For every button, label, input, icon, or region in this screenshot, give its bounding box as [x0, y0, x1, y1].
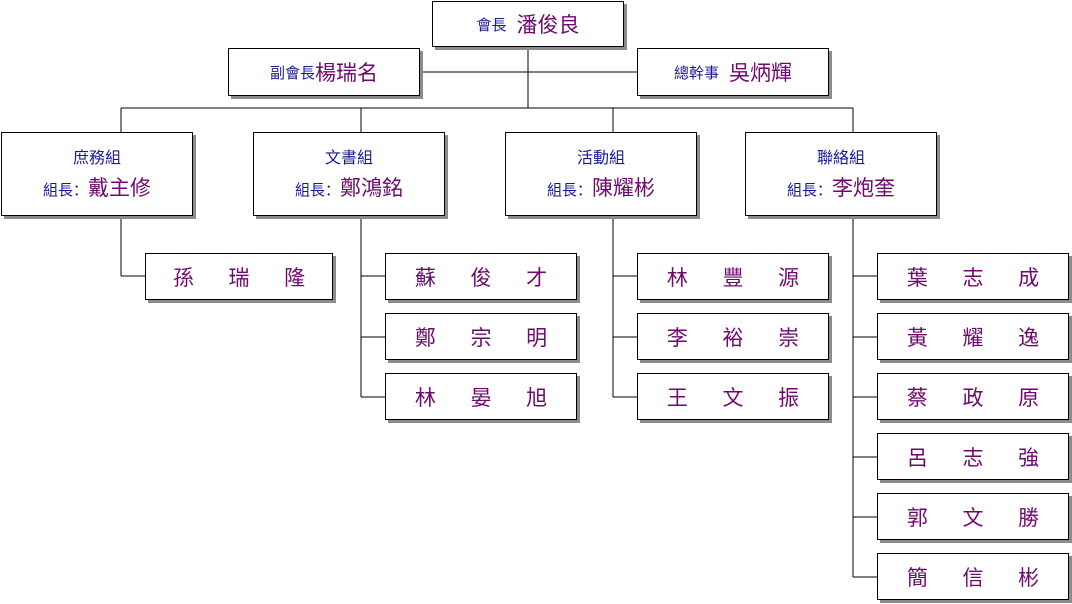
- member-box: 葉 志 成: [877, 253, 1069, 300]
- member-box: 李 裕 崇: [637, 313, 829, 360]
- group-leader-role: 組長：: [294, 180, 340, 199]
- member-box: 蘇 俊 才: [385, 253, 577, 300]
- member-box: 黃 耀 逸: [877, 313, 1069, 360]
- group-name: 文書組: [324, 147, 373, 167]
- group-leader: 組長：戴主修: [42, 175, 151, 200]
- member-box: 郭 文 勝: [877, 493, 1069, 540]
- group-box-general-affairs: 庶務組 組長：戴主修: [1, 132, 193, 216]
- member-box: 鄭 宗 明: [385, 313, 577, 360]
- president-box: 會長 潘俊良: [432, 1, 624, 47]
- president-role: 會長: [476, 15, 507, 34]
- member-box: 簡 信 彬: [877, 553, 1069, 600]
- vice-president-role: 副會長: [269, 63, 315, 82]
- group-leader: 組長：李炮奎: [786, 175, 895, 200]
- group-name: 庶務組: [72, 147, 121, 167]
- group-box-liaison: 聯絡組 組長：李炮奎: [745, 132, 937, 216]
- secretary-general-name: 吳炳輝: [729, 61, 792, 85]
- group-leader-name: 陳耀彬: [592, 175, 655, 200]
- group-leader-role: 組長：: [546, 180, 592, 199]
- secretary-general-box: 總幹事 吳炳輝: [637, 48, 829, 96]
- president-name: 潘俊良: [516, 13, 580, 37]
- group-leader-role: 組長：: [42, 180, 88, 199]
- member-box: 林 豐 源: [637, 253, 829, 300]
- group-name: 活動組: [576, 147, 625, 167]
- vice-president-box: 副會長 楊瑞名: [228, 48, 420, 96]
- member-box: 呂 志 強: [877, 433, 1069, 480]
- group-leader: 組長：鄭鴻銘: [294, 175, 403, 200]
- group-leader-name: 李炮奎: [832, 175, 895, 200]
- secretary-general-role: 總幹事: [673, 63, 719, 82]
- member-box: 林 晏 旭: [385, 373, 577, 420]
- group-leader-role: 組長：: [786, 180, 832, 199]
- member-box: 蔡 政 原: [877, 373, 1069, 420]
- member-box: 王 文 振: [637, 373, 829, 420]
- group-leader-name: 戴主修: [88, 175, 151, 200]
- group-box-documents: 文書組 組長：鄭鴻銘: [253, 132, 445, 216]
- group-name: 聯絡組: [816, 147, 865, 167]
- vice-president-name: 楊瑞名: [315, 61, 378, 85]
- member-box: 孫 瑞 隆: [145, 253, 333, 300]
- group-box-activities: 活動組 組長：陳耀彬: [505, 132, 697, 216]
- group-leader: 組長：陳耀彬: [546, 175, 655, 200]
- group-leader-name: 鄭鴻銘: [340, 175, 403, 200]
